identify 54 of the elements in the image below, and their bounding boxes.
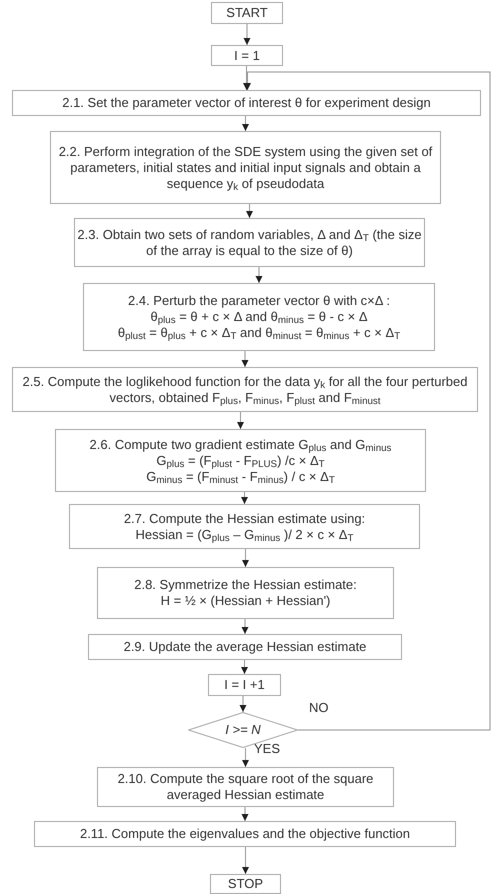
node-text: I = 1 <box>234 48 260 64</box>
arrow <box>242 618 248 634</box>
node-text: 2.10. Compute the square root of the square averaged Hessian estimate <box>116 771 374 803</box>
node-text: G$_{minus}$ = (F$_{minust}$ - F$_{minus}$) / c × Δ$_{T}$ <box>146 468 335 484</box>
arrow <box>241 492 248 504</box>
node-text: θ$_{plust}$ = θ$_{plus}$ + c × Δ$_{T}$ and θ$_{minust}$ = θ$_{minus}$ + c × Δ$_{T}$ <box>118 325 400 341</box>
process-box <box>83 283 435 351</box>
node-text: Hessian = (G$_{plus}$ – G$_{minus}$ )/ 2 × c × Δ$_{T}$ <box>136 526 354 542</box>
edge-label: NO <box>308 701 330 714</box>
process-box <box>55 429 426 492</box>
node-text: 2.6. Compute two gradient estimate G$_{plus}$ and G$_{minus}$ <box>90 436 392 452</box>
node-text: θ$_{plus}$ = θ + c × Δ and θ$_{minus}$ = θ - c × Δ <box>150 309 368 325</box>
arrow <box>240 696 246 712</box>
node-text: 2.7. Compute the Hessian estimate using: <box>124 510 366 526</box>
arrow <box>244 72 490 730</box>
process-box <box>211 2 283 24</box>
node-text: STOP <box>228 876 264 892</box>
node-text: I = I +1 <box>224 677 265 693</box>
node-text: 2.8. Symmetrize the Hessian estimate: <box>134 577 357 593</box>
arrow <box>242 548 249 568</box>
node-text: 2.2. Perform integration of the SDE system using the given set of parameters, initial states and initial input signals and obtain a sequence y$_{k}$ of pseudodata <box>58 144 434 192</box>
process-box <box>211 45 283 66</box>
node-text: START <box>226 5 268 21</box>
node-text: H = ½ × (Hessian + Hessian') <box>160 593 330 609</box>
process-box <box>50 131 441 204</box>
process-box <box>12 367 478 412</box>
arrow <box>244 24 250 46</box>
node-text: I >= N <box>225 722 261 738</box>
node-text: 2.3. Obtain two sets of random variables, Δ and Δ$_{T}$ (the size of the array is equal to the size of θ) <box>76 226 423 258</box>
arrow <box>242 846 249 874</box>
arrow <box>242 748 249 768</box>
arrow <box>237 412 244 430</box>
process-box <box>34 821 456 847</box>
arrow <box>242 116 249 132</box>
arrow <box>256 266 262 284</box>
process-box <box>69 504 420 549</box>
node-text: 2.11. Compute the eigenvalues and the objective function <box>80 826 410 842</box>
node-text: 2.5. Compute the loglikehood function for the data y$_{k}$ for all the four perturbed vectors, obtained F$_{plus}$, F$_{minus}$, F$_{plust}$ and F$_{minust}$ <box>22 374 468 406</box>
node-text: 2.4. Perturb the parameter vector θ with c×Δ : <box>128 293 390 309</box>
process-box <box>74 218 425 267</box>
node-text: 2.9. Update the average Hessian estimate <box>124 639 366 655</box>
arrow <box>243 66 250 90</box>
process-box <box>97 567 394 619</box>
node-text: G$_{plus}$ = (F$_{plust}$ - F$_{PLUS}$) /c × Δ$_{T}$ <box>156 452 325 468</box>
arrow <box>241 660 248 674</box>
process-box <box>97 767 394 807</box>
process-box <box>88 634 402 660</box>
arrow <box>246 204 253 218</box>
arrow <box>242 806 248 822</box>
process-box <box>208 674 281 696</box>
process-box <box>210 874 281 894</box>
arrow <box>242 350 248 368</box>
process-box <box>12 90 481 116</box>
node-text: 2.1. Set the parameter vector of interest θ for experiment design <box>62 95 431 111</box>
